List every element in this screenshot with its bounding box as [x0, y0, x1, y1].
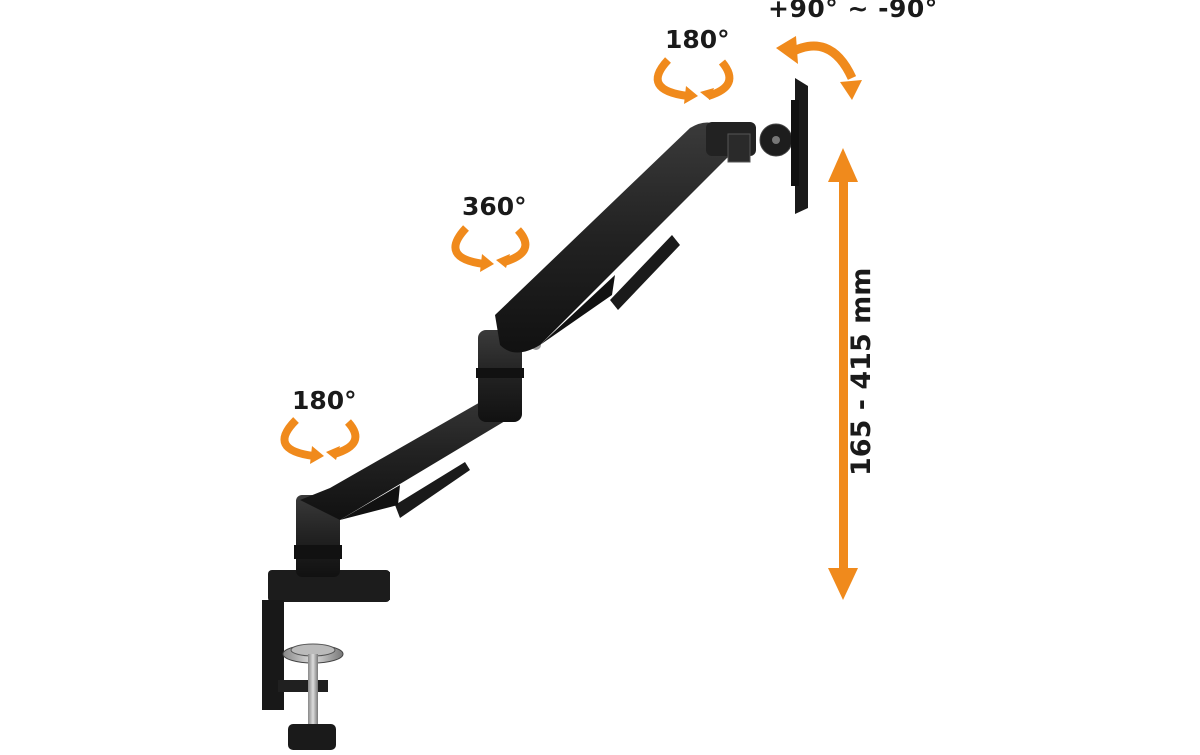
vesa-head — [706, 78, 808, 214]
height-arrow — [828, 148, 858, 600]
head-swivel-label: 180° — [665, 25, 730, 54]
base-column — [294, 495, 342, 577]
tilt-arrow — [776, 36, 862, 100]
desk-clamp — [262, 570, 390, 750]
mid-swivel-label: 360° — [462, 192, 527, 221]
height-range-label: 165 - 415 mm — [846, 267, 877, 476]
lower-arm — [300, 385, 520, 520]
tilt-range-label: +90° ~ -90° — [768, 0, 938, 23]
swivel-arrow-head — [653, 57, 734, 104]
upper-arm — [495, 122, 735, 353]
base-swivel-label: 180° — [292, 386, 357, 415]
swivel-arrow-base — [280, 417, 360, 464]
swivel-arrow-mid — [451, 225, 530, 272]
